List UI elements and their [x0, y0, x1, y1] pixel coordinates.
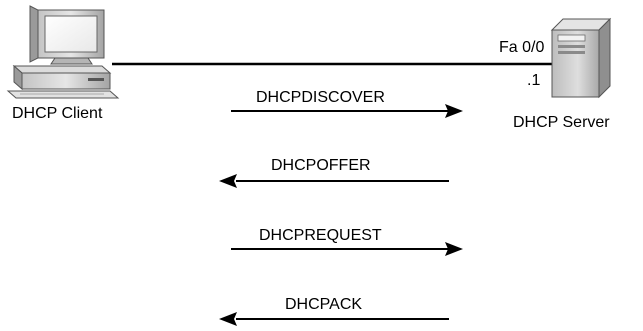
server-ip-label: .1	[527, 72, 540, 89]
message-label-discover: DHCPDISCOVER	[256, 89, 385, 106]
message-label-offer: DHCPOFFER	[271, 157, 371, 174]
desktop-computer-icon	[6, 5, 120, 99]
tower-server-icon	[550, 17, 612, 99]
arrow-ack	[219, 312, 449, 326]
client-label: DHCP Client	[12, 105, 103, 122]
message-label-ack: DHCPACK	[285, 296, 362, 313]
server-interface-label: Fa 0/0	[499, 39, 544, 56]
server-label: DHCP Server	[513, 114, 610, 131]
message-label-request: DHCPREQUEST	[259, 227, 382, 244]
arrow-offer	[219, 174, 449, 188]
arrow-discover	[231, 104, 463, 118]
arrow-request	[231, 242, 463, 256]
